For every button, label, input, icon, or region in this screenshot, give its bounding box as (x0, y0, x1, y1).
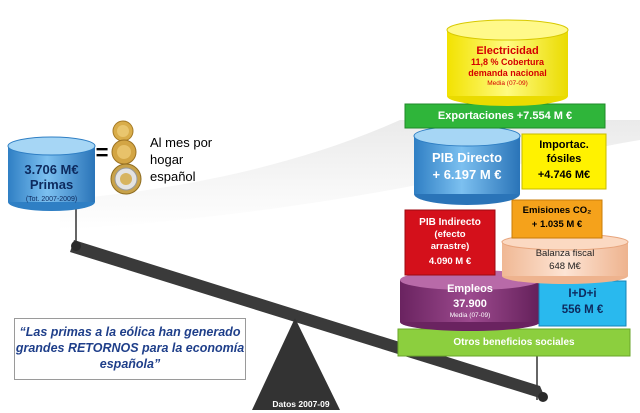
pib-indirecto-block (404, 209, 496, 276)
quote-text: “Las primas a la eólica han generado gra… (15, 325, 245, 371)
beam-right-knob (538, 392, 548, 402)
idi-line1: I+D+i (568, 288, 597, 300)
exportaciones-text: Exportaciones +7.554 M € (437, 110, 573, 122)
pib-indirecto-line1: PIB Indirecto (419, 217, 481, 228)
idi-block (538, 280, 627, 327)
emisiones-block (511, 199, 603, 239)
empleos-note: Media (07-09) (449, 312, 491, 319)
electricidad-title: Electricidad (476, 45, 539, 57)
scale-beam (70, 240, 546, 400)
importac-line1: Importac. (539, 139, 589, 151)
exportaciones-block (404, 103, 606, 129)
electricidad-note: Media (07-09) (487, 80, 528, 87)
coins-icon (110, 120, 142, 195)
electricidad-cylinder (446, 19, 569, 106)
pib-directo-cylinder (413, 125, 521, 205)
empleos-line2: 37.900 (453, 298, 487, 310)
electricidad-line2: demanda nacional (468, 68, 547, 78)
pib-indirecto-line4: 4.090 M € (428, 256, 472, 267)
primas-label: Primas (29, 177, 74, 192)
otros-text: Otros beneficios sociales (453, 337, 575, 348)
balanza-line2: 648 M€ (549, 261, 581, 272)
pib-directo-line2: + 6.197 M € (432, 167, 502, 182)
importac-line2: fósiles (546, 153, 582, 165)
beam-left-knob (71, 241, 81, 251)
pib-directo-line1: PIB Directo (431, 150, 503, 165)
electricidad-line1: 11,8 % Cobertura (470, 57, 545, 67)
equals-sign: = (95, 140, 109, 165)
data-period-label: Datos 2007-09 (272, 399, 330, 409)
importac-block (521, 133, 607, 190)
primas-cylinder (7, 136, 96, 211)
idi-line2: 556 M € (561, 304, 604, 316)
fulcrum (252, 318, 340, 410)
coins-caption: Al mes por hogar español (150, 135, 213, 184)
quote-box: “Las primas a la eólica han generado gra… (14, 318, 246, 380)
primas-value: 3.706 M€ (24, 162, 79, 177)
emisiones-line1: Emisiones CO₂ (522, 205, 592, 216)
empleos-line1: Empleos (447, 283, 493, 295)
pib-indirecto-line3: arrastre) (430, 241, 470, 252)
primas-note: (Tot. 2007-2009) (25, 196, 78, 203)
otros-block (397, 328, 631, 357)
importac-line3: +4.746 M€ (537, 169, 591, 181)
pib-indirecto-line2: (efecto (434, 229, 466, 240)
emisiones-line2: + 1.035 M € (531, 219, 583, 230)
balanza-line1: Balanza fiscal (535, 248, 595, 259)
